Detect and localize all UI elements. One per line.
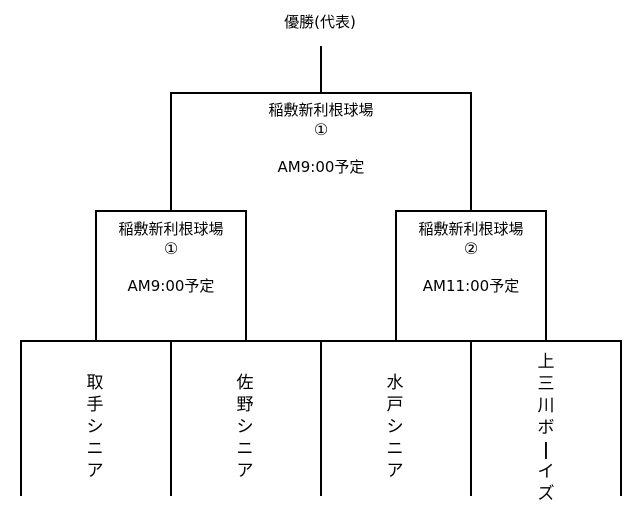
team-name-char: シ — [86, 417, 104, 437]
team-name-char: ニ — [86, 439, 104, 459]
team-name-char: 佐 — [236, 373, 254, 393]
teams-divider-4 — [620, 340, 622, 496]
teams-divider-2 — [320, 340, 322, 496]
final-top-line — [170, 92, 472, 94]
winner-stem — [320, 46, 322, 93]
final-right-line — [470, 92, 472, 212]
final-time: AM9:00予定 — [277, 158, 365, 176]
team-name-1: 佐野シニア — [232, 372, 258, 482]
team-name-0: 取手シニア — [82, 372, 108, 482]
team-name-char: ボ — [537, 418, 555, 438]
semi-right-game-number: ② — [463, 239, 479, 258]
semi-left-left-line — [95, 210, 97, 342]
final-game-number: ① — [313, 120, 329, 139]
team-name-char: 三 — [537, 374, 555, 394]
team-name-2: 水戸シニア — [382, 372, 408, 482]
team-name-char: ニ — [236, 439, 254, 459]
team-name-char: シ — [236, 417, 254, 437]
team-name-char: ア — [86, 461, 104, 481]
team-name-char: ズ — [537, 484, 555, 504]
semi-left-time: AM9:00予定 — [127, 277, 215, 295]
semi-right-time: AM11:00予定 — [422, 277, 520, 295]
team-name-char: イ — [537, 462, 555, 482]
semi-right-left-line — [395, 210, 397, 342]
semi-right-top-line — [395, 210, 547, 212]
team-name-char: 水 — [386, 373, 404, 393]
team-name-3: 上三川ボ|イズ — [533, 351, 559, 505]
semi-right-venue: 稲敷新利根球場 — [418, 220, 524, 238]
final-venue: 稲敷新利根球場 — [268, 101, 374, 119]
team-name-char: ア — [236, 461, 254, 481]
team-name-char: 戸 — [386, 395, 404, 415]
final-left-line — [170, 92, 172, 212]
team-name-char: 手 — [86, 395, 104, 415]
teams-divider-3 — [470, 340, 472, 496]
team-name-char: ア — [386, 461, 404, 481]
semi-left-game-number: ① — [163, 239, 179, 258]
team-name-char: シ — [386, 417, 404, 437]
team-name-char: 野 — [236, 395, 254, 415]
semi-left-right-line — [245, 210, 247, 342]
semi-right-right-line — [545, 210, 547, 342]
semi-left-top-line — [95, 210, 247, 212]
team-name-char: 川 — [537, 396, 555, 416]
team-name-char: 取 — [86, 373, 104, 393]
teams-divider-0 — [20, 340, 22, 496]
winner-label: 優勝(代表) — [284, 13, 356, 31]
team-name-char: ニ — [386, 439, 404, 459]
team-name-char: 上 — [537, 352, 555, 372]
team-name-char: | — [542, 440, 550, 460]
semi-left-venue: 稲敷新利根球場 — [118, 220, 224, 238]
teams-divider-1 — [170, 340, 172, 496]
